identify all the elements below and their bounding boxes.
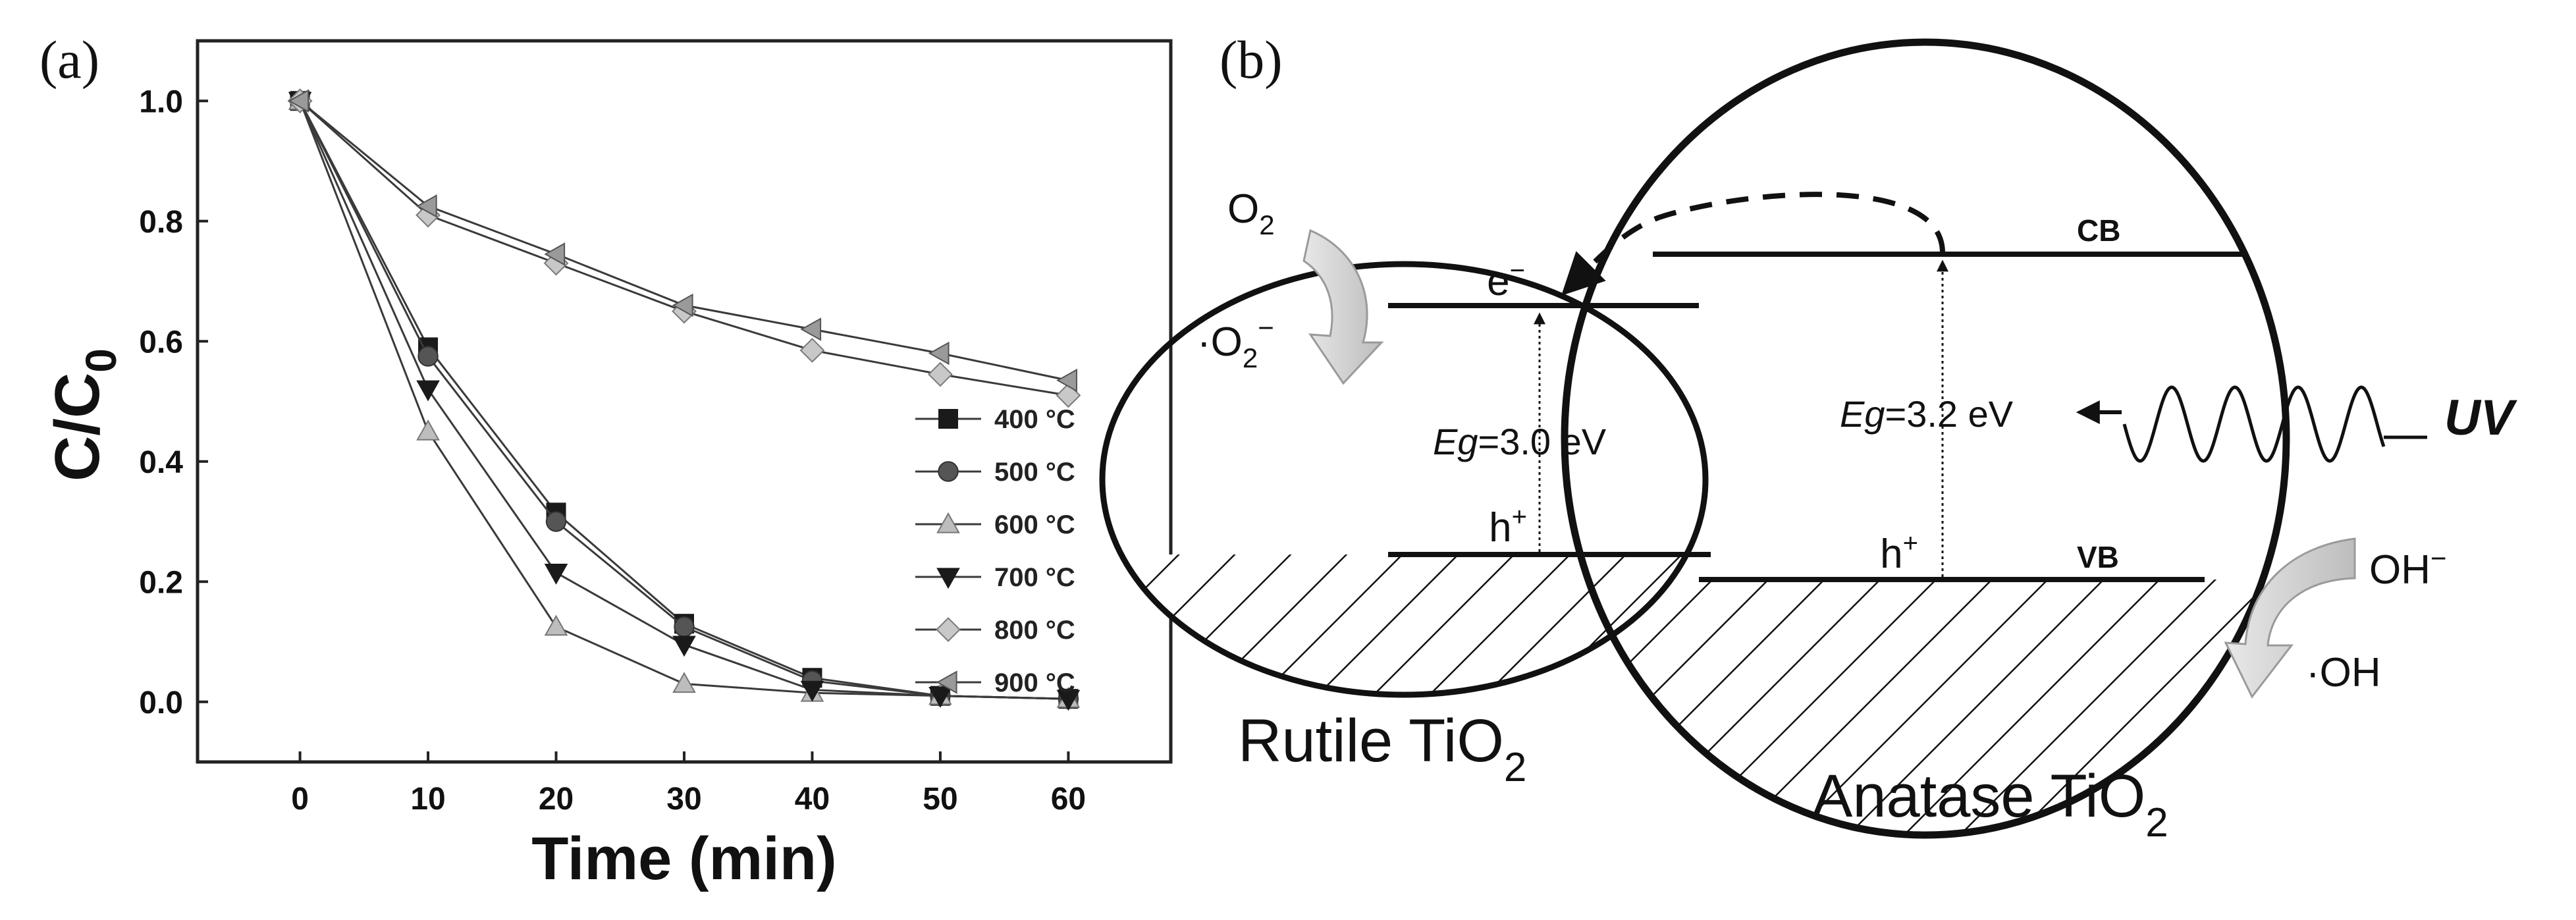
- data-point: [416, 194, 437, 218]
- chart-panel-a: (a) 0.0 0.2 0.4 0.6 0.8 1.0 0 10 20 30 40 50 60 C/C…: [40, 30, 1173, 892]
- y-axis-title: C/C0: [42, 348, 125, 481]
- data-point: [1056, 368, 1078, 392]
- x-tick-label: 10: [410, 782, 445, 817]
- x-tick-label: 0: [291, 782, 309, 817]
- legend-label: 800 °C: [994, 616, 1075, 645]
- legend-marker: [936, 617, 961, 642]
- cb-label: CB: [2077, 213, 2120, 248]
- data-point: [800, 680, 824, 702]
- panel-label-b: (b): [1220, 30, 1283, 90]
- x-tick-label: 40: [795, 782, 830, 817]
- svg-text:C/C0: C/C0: [42, 348, 125, 481]
- legend: 400 °C 500 °C 600 °C 700 °C 800 °C 900 °C: [915, 405, 1075, 697]
- legend-label: 700 °C: [994, 563, 1075, 592]
- y-axis-title-text: C/C: [42, 373, 113, 481]
- data-point: [672, 293, 693, 317]
- uv-label: UV: [2444, 390, 2517, 446]
- data-point: [288, 89, 309, 113]
- y-tick-label: 1.0: [139, 84, 183, 119]
- hydroxyl-oxidation-arrow: [2224, 537, 2356, 699]
- anatase-hole-label: h+: [1880, 529, 1918, 577]
- data-point: [799, 338, 825, 363]
- legend-label: 600 °C: [994, 510, 1075, 539]
- y-axis-title-subscript: 0: [76, 348, 125, 373]
- series-5: [288, 89, 1078, 392]
- x-axis: 0 10 20 30 40 50 60: [291, 751, 1086, 817]
- legend-marker: [936, 512, 960, 533]
- data-point: [1056, 690, 1081, 711]
- oxygen-reduction-arrow: [1302, 229, 1384, 385]
- data-point: [544, 563, 568, 585]
- legend-label: 400 °C: [994, 405, 1075, 434]
- x-tick-label: 60: [1051, 782, 1086, 817]
- y-tick-label: 0.0: [139, 686, 183, 720]
- data-point: [928, 687, 952, 708]
- y-tick-label: 0.8: [139, 205, 183, 240]
- legend-marker: [936, 670, 957, 694]
- data-point: [928, 341, 950, 365]
- series-layer: [287, 88, 1081, 711]
- legend-label: 900 °C: [994, 668, 1075, 697]
- uv-wave: [2122, 385, 2386, 463]
- hydroxyl-radical-label: ·OH: [2306, 650, 2381, 695]
- rutile-hole-label: h+: [1489, 502, 1527, 551]
- y-tick-label: 0.6: [139, 325, 183, 360]
- anatase-particle: [1561, 38, 2290, 839]
- superoxide-label: ·O2−: [1197, 312, 1274, 373]
- legend-marker: [936, 568, 960, 589]
- diagram-panel-b: (b) e− h+ h+ Eg=3.0 eV Eg=3.2 eV CB VB U…: [1099, 30, 2517, 846]
- y-axis: 0.0 0.2 0.4 0.6 0.8 1.0: [139, 84, 208, 720]
- data-point: [417, 346, 439, 367]
- electron-label: e−: [1487, 256, 1525, 304]
- legend-marker: [938, 409, 958, 429]
- data-point: [672, 636, 696, 657]
- data-point: [544, 242, 566, 266]
- oxygen-label: O2: [1227, 186, 1275, 240]
- electron-transfer-arrow: [1561, 192, 1945, 296]
- legend-marker: [938, 461, 959, 482]
- data-point: [545, 511, 567, 532]
- anatase-name: Anatase TiO2: [1812, 763, 2168, 846]
- legend-label: 500 °C: [994, 458, 1075, 487]
- data-point: [672, 672, 696, 693]
- x-tick-label: 50: [923, 782, 957, 817]
- data-point: [416, 380, 440, 402]
- rutile-name: Rutile TiO2: [1238, 707, 1526, 790]
- vb-label: VB: [2077, 540, 2119, 574]
- y-tick-label: 0.2: [139, 565, 183, 600]
- y-tick-label: 0.4: [139, 445, 183, 480]
- x-axis-title: Time (min): [531, 825, 836, 892]
- hydroxide-label: OH−: [2369, 543, 2447, 593]
- rutile-particle: [1099, 261, 1709, 698]
- panel-label-a: (a): [40, 30, 99, 90]
- data-point: [544, 614, 568, 636]
- data-point: [674, 616, 695, 637]
- data-point: [800, 317, 822, 341]
- data-point: [928, 362, 953, 387]
- x-tick-label: 20: [539, 782, 574, 817]
- series-3: [288, 92, 1081, 711]
- anatase-gap-label: Eg=3.2 eV: [1840, 393, 2014, 435]
- x-tick-label: 30: [666, 782, 701, 817]
- rutile-gap-label: Eg=3.0 eV: [1433, 421, 1607, 462]
- data-point: [416, 419, 440, 441]
